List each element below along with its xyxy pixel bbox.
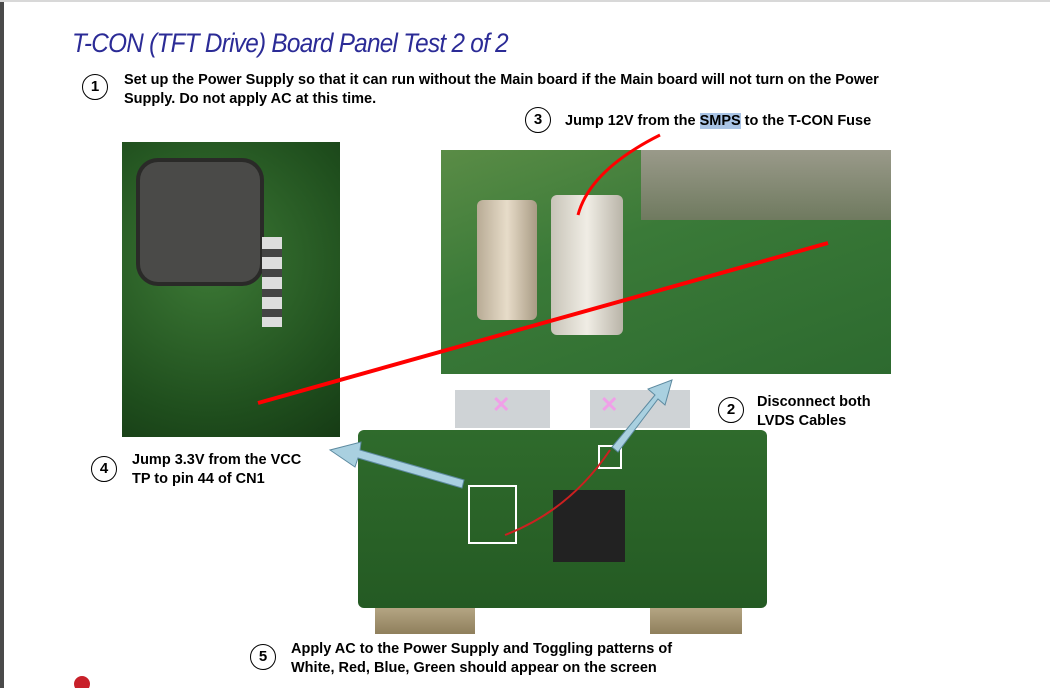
step-1-text: Set up the Power Supply so that it can r…: [124, 72, 879, 107]
step-4-line2: TP to pin 44 of CN1: [132, 471, 265, 487]
window-edge-top: [0, 0, 1050, 2]
step-2-line1: Disconnect both: [757, 394, 871, 410]
vcc-test-point-photo: [122, 142, 340, 437]
step-number-1: 1: [82, 74, 108, 100]
step-4-line1: Jump 3.3V from the VCC: [132, 452, 302, 468]
disconnect-x-icon: ✕: [492, 392, 510, 417]
window-edge: [0, 0, 4, 688]
connector: [641, 150, 891, 220]
step-5-text: Apply AC to the Power Supply and Togglin…: [291, 640, 672, 678]
disconnect-x-icon: ✕: [600, 392, 618, 417]
step-number-4: 4: [91, 456, 117, 482]
tcon-chip: [553, 490, 625, 562]
step-3-text-pre: Jump 12V from the: [565, 113, 700, 129]
arrow-to-vcc: [328, 441, 465, 489]
lvds-connector-left: [455, 390, 550, 428]
capacitor: [477, 200, 537, 320]
step-2-line2: LVDS Cables: [757, 413, 847, 429]
page-title: T-CON (TFT Drive) Board Panel Test 2 of …: [72, 28, 509, 58]
vcc-highlight-box: [468, 485, 517, 544]
jumper-wire-3v3: [257, 241, 829, 405]
jumper-wire-12v: [576, 133, 661, 216]
step-number-5: 5: [250, 644, 276, 670]
step-4-text: Jump 3.3V from the VCC TP to pin 44 of CN…: [132, 451, 301, 489]
step-3-text-post: to the T-CON Fuse: [740, 113, 872, 129]
step-number-3: 3: [525, 107, 551, 133]
step-5-line2: White, Red, Blue, Green should appear on…: [291, 660, 657, 676]
tcon-board-photo: [358, 430, 767, 608]
step-5-line1: Apply AC to the Power Supply and Togglin…: [291, 641, 673, 657]
inductor: [140, 162, 260, 282]
arrow-to-fuse: [611, 379, 673, 453]
step-number-2: 2: [718, 397, 744, 423]
cn1-highlight-box: [598, 445, 622, 469]
logo-icon: [74, 676, 90, 688]
tcon-fuse-photo: [441, 150, 891, 374]
smps-highlight: SMPS: [699, 113, 741, 129]
step-3-text: Jump 12V from the SMPS to the T-CON Fuse: [565, 112, 871, 131]
board-jumper: [504, 449, 611, 536]
lvds-cable-right: [650, 608, 742, 634]
lvds-cable-left: [375, 608, 475, 634]
capacitors: [262, 237, 282, 327]
